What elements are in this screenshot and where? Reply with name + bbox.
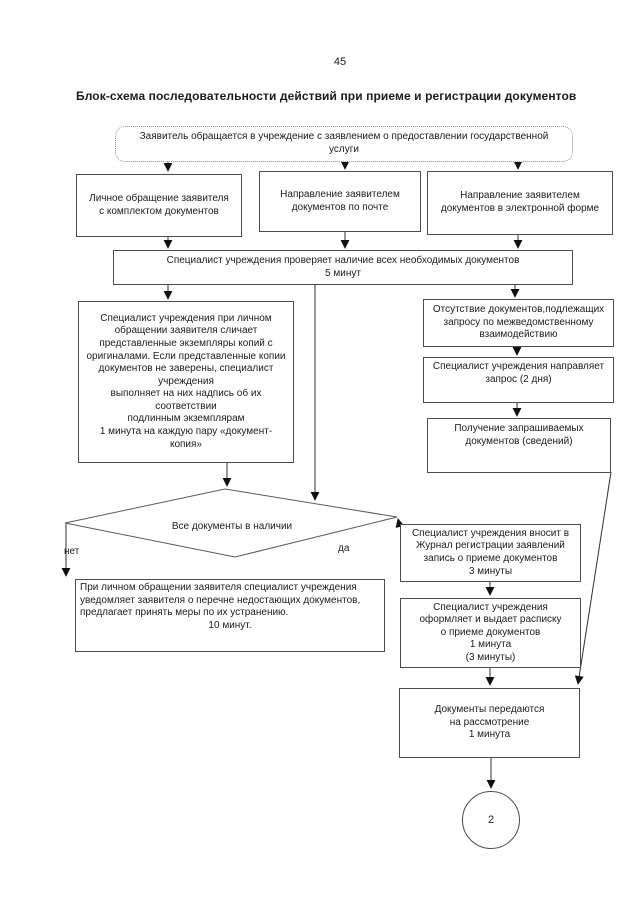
branch-label-yes: да bbox=[338, 543, 350, 554]
branch-label-no: нет bbox=[64, 546, 80, 557]
node-text: Специалист учреждения вносит в Журнал ре… bbox=[411, 527, 570, 577]
node-text: Отсутствие документов,подлежащих запросу… bbox=[432, 304, 605, 341]
node-text: Направление заявителем документов в элек… bbox=[440, 190, 600, 214]
decision-diamond bbox=[64, 488, 398, 558]
node-duration: 10 минут. bbox=[208, 619, 252, 631]
page-title: Блок-схема последовательности действий п… bbox=[76, 89, 577, 103]
node-text: Получение запрашиваемых документов (свед… bbox=[454, 423, 584, 447]
node-send-electronic: Направление заявителем документов в элек… bbox=[427, 171, 613, 235]
node-applicant-applies: Заявитель обращается в учреждение с заяв… bbox=[115, 126, 573, 162]
node-text: Документы передаются на рассмотрение 1 м… bbox=[434, 704, 545, 741]
decision-all-docs-present: Все документы в наличии bbox=[132, 521, 332, 532]
connector-number: 2 bbox=[487, 813, 495, 826]
node-personal-visit: Личное обращение заявителя с комплектом … bbox=[76, 174, 242, 237]
offpage-connector-2: 2 bbox=[462, 791, 520, 849]
node-transfer-for-review: Документы передаются на рассмотрение 1 м… bbox=[399, 688, 580, 758]
node-journal-entry: Специалист учреждения вносит в Журнал ре… bbox=[400, 524, 581, 582]
node-send-by-mail: Направление заявителем документов по поч… bbox=[259, 171, 421, 232]
node-send-request: Специалист учреждения направляет запрос … bbox=[423, 357, 614, 403]
node-text: Заявитель обращается в учреждение с заяв… bbox=[139, 131, 549, 155]
node-text: Специалист учреждения при личном обращен… bbox=[86, 312, 286, 450]
decision-text: Все документы в наличии bbox=[171, 521, 293, 532]
page-number: 45 bbox=[333, 56, 347, 68]
node-notify-missing-docs: При личном обращении заявителя специалис… bbox=[75, 579, 385, 652]
node-text: Направление заявителем документов по поч… bbox=[280, 188, 400, 213]
node-issue-receipt: Специалист учреждения оформляет и выдает… bbox=[400, 598, 581, 668]
node-text: Специалист учреждения оформляет и выдает… bbox=[419, 601, 562, 663]
node-compare-copies: Специалист учреждения при личном обращен… bbox=[78, 301, 294, 463]
node-specialist-checks: Специалист учреждения проверяет наличие … bbox=[113, 250, 573, 285]
node-text: Личное обращение заявителя с комплектом … bbox=[89, 192, 229, 217]
node-text: Специалист учреждения проверяет наличие … bbox=[166, 254, 520, 279]
node-text: При личном обращении заявителя специалис… bbox=[80, 582, 361, 619]
node-text: Специалист учреждения направляет запрос … bbox=[432, 361, 605, 385]
node-missing-interagency-docs: Отсутствие документов,подлежащих запросу… bbox=[423, 299, 614, 347]
node-receive-requested-docs: Получение запрашиваемых документов (свед… bbox=[427, 418, 611, 473]
